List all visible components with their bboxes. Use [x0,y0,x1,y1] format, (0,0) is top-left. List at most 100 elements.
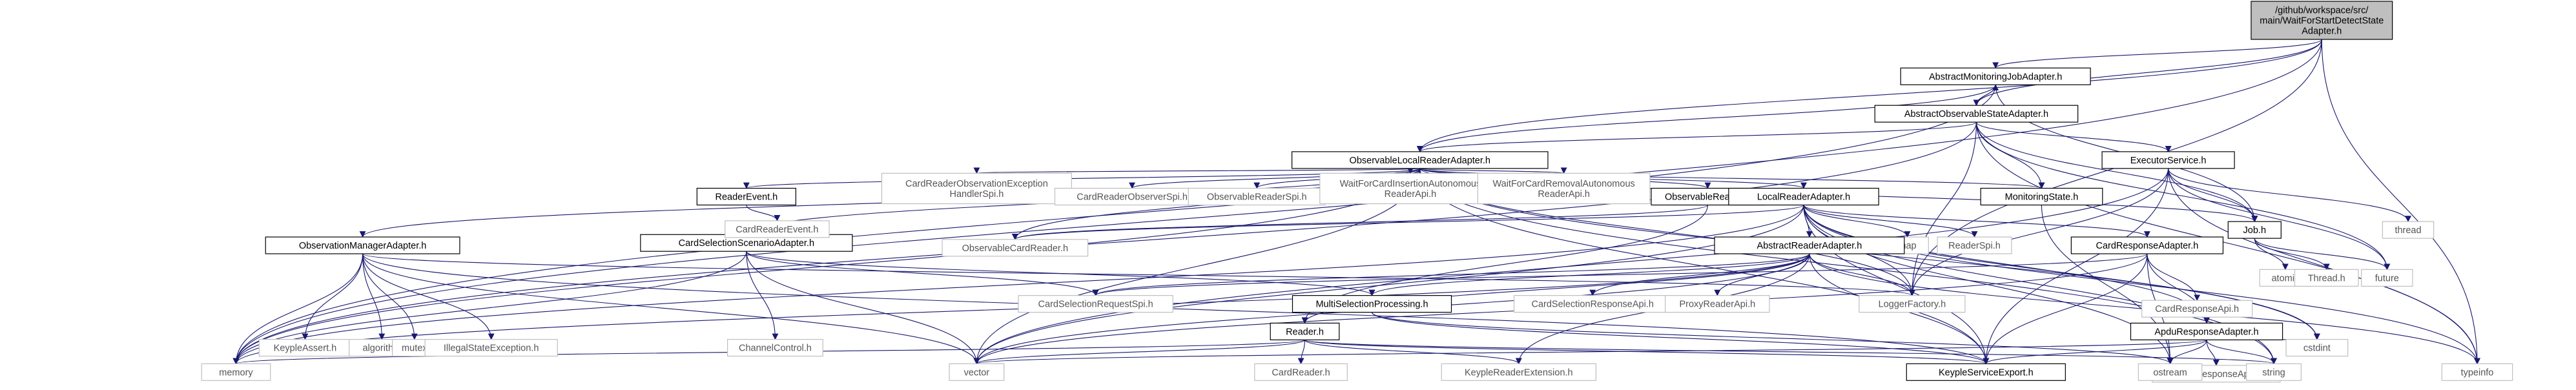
node-chctrl: ChannelControl.h [727,338,823,357]
node-revt-label: ReaderEvent.h [715,192,778,203]
edge-omad-to-mutex [362,253,418,340]
node-ostream-label: ostream [2153,367,2187,378]
edge-aosa-to-amja [1975,84,1999,106]
node-future-box [2361,269,2413,287]
node-algorithm-label: algorithm [362,344,401,354]
edge-lra-to-vector [973,205,1804,365]
node-ara[interactable]: AbstractReaderAdapter.h [1714,236,1905,254]
node-aosa-label: AbstractObservableStateAdapter.h [1904,109,2048,119]
node-vector-box [949,363,1005,381]
node-kse[interactable]: KeypleServiceExport.h [1906,363,2066,381]
node-croes-box [881,172,1072,205]
node-crevt-label: CardReaderEvent.h [736,225,818,235]
node-string-label: string [2262,367,2285,378]
edge-exec-to-thread [2168,168,2411,223]
node-crsa-box [2070,236,2224,254]
node-root-box [2251,1,2393,40]
node-lf-box [1859,295,1966,313]
edge-msp-to-ostream [1371,312,2174,365]
node-root-label: /github/workspace/src/main/WaitForStartD… [2260,6,2384,37]
node-wfci-box [1319,172,1501,205]
edge-ara-to-lf [1809,253,1915,296]
edge-omad-to-vector [362,253,980,365]
node-typeinfo-label: typeinfo [2461,367,2494,378]
node-kre-label: KeypleReaderExtension.h [1465,367,1573,378]
edge-exec-to-job [2168,168,2258,223]
edge-olra-to-croes [974,167,1421,174]
node-amja-box [1900,67,2091,85]
node-arsa[interactable]: ApduResponseAdapter.h [2130,322,2283,340]
node-kse-label: KeypleServiceExport.h [1939,367,2034,378]
node-chctrl-box [727,338,823,357]
node-cardreader: CardReader.h [1254,363,1348,381]
node-cstdint: cstdint [2285,338,2349,357]
node-mstate[interactable]: MonitoringState.h [1980,187,2103,206]
node-amja-label: AbstractMonitoringJobAdapter.h [1929,72,2062,82]
edge-root-to-typeinfo [2321,39,2480,365]
edge-job-to-atomic [2254,238,2289,271]
node-revt[interactable]: ReaderEvent.h [696,187,796,206]
node-omad[interactable]: ObservationManagerAdapter.h [265,236,460,254]
node-csresp: CardSelectionResponseApi.h [1513,295,1672,313]
node-chctrl-label: ChannelControl.h [739,344,812,354]
node-ara-box [1714,236,1905,254]
edge-ara-to-msp [1368,253,1810,296]
node-csrs-box [1018,295,1173,313]
node-kassert-box [258,338,352,357]
node-mstate-label: MonitoringState.h [2005,192,2079,203]
edge-amja-to-olra [1416,85,1996,152]
edge-olra-to-revt [743,168,1421,189]
edge-aosa-to-memory [232,122,1977,365]
node-exec-box [2101,151,2235,169]
node-crevt: CardReaderEvent.h [725,220,830,238]
node-threadh-box [2294,269,2359,287]
node-cstdint-label: cstdint [2303,344,2331,354]
node-typeinfo: typeinfo [2441,363,2513,381]
edge-cssa-to-vector [746,251,980,365]
node-crsa[interactable]: CardResponseAdapter.h [2070,236,2224,254]
node-ara-label: AbstractReaderAdapter.h [1757,241,1862,251]
node-reader[interactable]: Reader.h [1270,322,1340,340]
edge-cssa-to-csrs [746,251,1099,296]
edge-lra-to-ocr [1012,205,1804,240]
node-memory: memory [201,363,271,381]
node-job[interactable]: Job.h [2227,221,2282,239]
node-kassert: KeypleAssert.h [258,338,352,357]
node-kre-box [1441,363,1596,381]
node-csrs-label: CardSelectionRequestSpi.h [1038,300,1153,310]
node-ilse-box [424,338,558,357]
node-msp[interactable]: MultiSelectionProcessing.h [1292,295,1452,313]
edge-crsa-to-csrs [1093,253,2148,296]
edge-revt-to-crevt [746,205,781,221]
node-thread: thread [2382,221,2435,239]
node-lra[interactable]: LocalReaderAdapter.h [1728,187,1879,206]
edge-exec-to-kse [1983,168,2169,365]
edge-olra-to-wfcr [1419,167,1567,174]
node-lf: LoggerFactory.h [1859,295,1966,313]
node-atomic-label: atomic [2271,273,2299,283]
edge-olra-to-cros [1129,168,1421,189]
node-kassert-label: KeypleAssert.h [274,344,337,354]
edge-job-to-threadh [2254,238,2330,271]
edge-lra-to-crsa [1803,205,2150,238]
node-ostream: ostream [2138,363,2203,381]
node-aosa-box [1874,105,2079,123]
node-amja[interactable]: AbstractMonitoringJobAdapter.h [1900,67,2091,85]
edge-crsa-to-cresp [2147,253,2201,302]
edge-aosa-to-olra [1417,121,1977,152]
edge-lra-to-typeinfo [1803,205,2480,365]
edge-arsa-to-ostream [2167,340,2207,365]
node-prapi: ProxyReaderApi.h [1665,295,1770,313]
node-kse-box [1906,363,2066,381]
node-vector: vector [949,363,1005,381]
node-exec[interactable]: ExecutorService.h [2101,151,2235,169]
node-root[interactable]: /github/workspace/src/main/WaitForStartD… [2251,1,2393,40]
edge-aosa-to-lf [1908,122,1977,296]
node-olra[interactable]: ObservableLocalReaderAdapter.h [1291,151,1549,169]
edge-lra-to-cstdint [1803,205,2320,340]
node-cstdint-box [2285,338,2349,357]
edge-cssa-to-msp [746,251,1376,296]
node-aosa[interactable]: AbstractObservableStateAdapter.h [1874,105,2079,123]
